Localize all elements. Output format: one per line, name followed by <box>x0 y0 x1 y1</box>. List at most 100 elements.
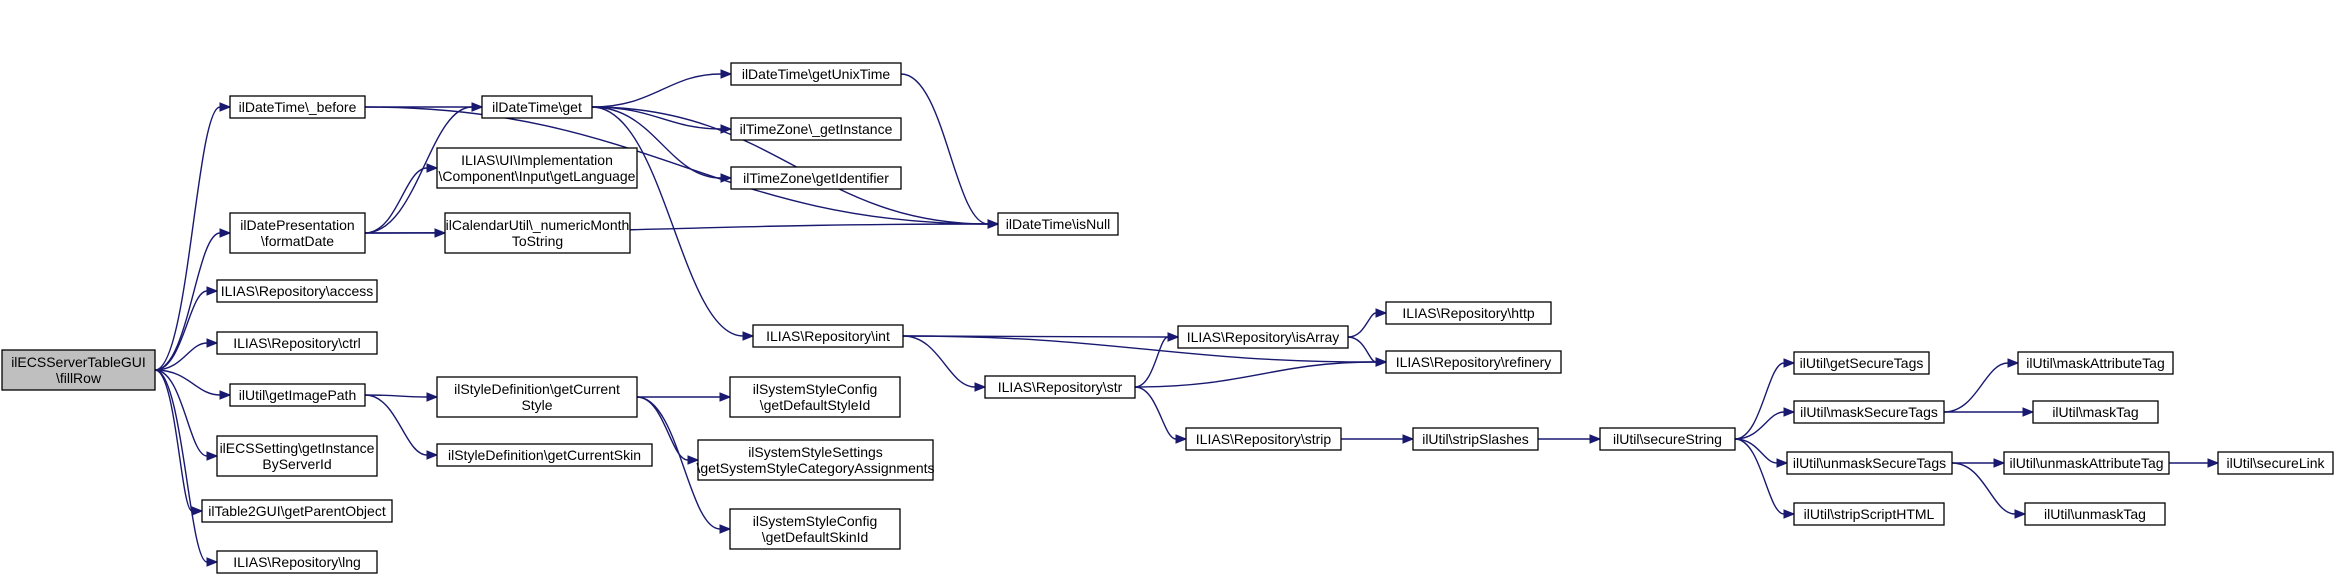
node-box <box>730 166 902 190</box>
node-getIdentifier[interactable]: ilTimeZone\getIdentifier <box>730 166 902 190</box>
node-box <box>729 376 901 418</box>
node-label: ilUtil\unmaskTag <box>2044 506 2146 522</box>
node-lng[interactable]: ILIAS\Repository\lng <box>216 550 378 574</box>
node-box <box>1177 325 1349 349</box>
edge-line <box>591 106 722 130</box>
node-repoStr[interactable]: ILIAS\Repository\str <box>984 375 1136 399</box>
node-getCurrentSkin[interactable]: ilStyleDefinition\getCurrentSkin <box>436 443 653 467</box>
edge-arrowhead <box>742 331 755 341</box>
node-box <box>2024 502 2166 526</box>
node-getUnixTime[interactable]: ilDateTime\getUnixTime <box>730 62 902 86</box>
node-box <box>216 550 378 574</box>
edge-isArray-to-refinery <box>1347 336 1388 367</box>
edge-arrowhead <box>426 392 439 402</box>
node-box <box>216 331 378 355</box>
node-getDefaultSkinId[interactable]: ilSystemStyleConfig\getDefaultSkinId <box>729 508 901 550</box>
node-label: ilDateTime\isNull <box>1006 216 1111 232</box>
edge-getImagePath-to-getCurrentStyle <box>364 392 439 402</box>
node-label: ILIAS\Repository\lng <box>233 554 361 570</box>
node-label: ILIAS\Repository\strip <box>1196 431 1332 447</box>
edge-arrowhead <box>1589 434 1602 444</box>
node-maskAttributeTag[interactable]: ilUtil\maskAttributeTag <box>2017 351 2174 375</box>
node-label: ilUtil\maskSecureTags <box>1800 404 1938 420</box>
edge-arrowhead <box>720 173 733 183</box>
node-unmaskAttributeTag[interactable]: ilUtil\unmaskAttributeTag <box>2003 451 2170 475</box>
node-getParentObject[interactable]: ilTable2GUI\getParentObject <box>201 499 393 523</box>
edge-line <box>154 369 208 457</box>
node-access[interactable]: ILIAS\Repository\access <box>216 279 378 303</box>
node-label: ILIAS\Repository\access <box>221 283 374 299</box>
node-getSecureTags[interactable]: ilUtil\getSecureTags <box>1793 351 1930 375</box>
node-label: ilUtil\maskTag <box>2052 404 2138 420</box>
node-label: ILIAS\Repository\str <box>998 379 1123 395</box>
node-label: ILIAS\Repository\refinery <box>1396 354 1552 370</box>
node-box <box>2217 451 2334 475</box>
edge-line <box>902 335 1377 363</box>
node-repoStrip[interactable]: ILIAS\Repository\strip <box>1185 427 1342 451</box>
node-label: ilCalendarUtil\_numericMonth <box>446 217 630 233</box>
node-getSystemStyleCategoryAssignments[interactable]: ilSystemStyleSettings\getSystemStyleCate… <box>696 439 935 481</box>
node-box <box>1786 451 1953 475</box>
node-before[interactable]: ilDateTime\_before <box>229 95 366 119</box>
edge-line <box>591 106 744 337</box>
edge-formatDate-to-getLanguage <box>364 163 439 234</box>
node-stripSlashes[interactable]: ilUtil\stripSlashes <box>1412 427 1539 451</box>
node-secureLink[interactable]: ilUtil\secureLink <box>2217 451 2334 475</box>
node-fillRow[interactable]: ilECSServerTableGUI\fillRow <box>1 349 156 391</box>
node-getDefaultStyleId[interactable]: ilSystemStyleConfig\getDefaultStyleId <box>729 376 901 418</box>
node-unmaskSecureTags[interactable]: ilUtil\unmaskSecureTags <box>1786 451 1953 475</box>
node-box <box>697 439 934 481</box>
edge-arrowhead <box>206 557 219 567</box>
node-maskTag[interactable]: ilUtil\maskTag <box>2032 400 2159 424</box>
edge-arrowhead <box>1175 434 1188 444</box>
edge-line <box>1134 361 1377 388</box>
node-maskSecureTags[interactable]: ilUtil\maskSecureTags <box>1793 400 1945 424</box>
node-label: ilUtil\getSecureTags <box>1800 355 1924 371</box>
node-box <box>436 443 653 467</box>
node-stripScriptHTML[interactable]: ilUtil\stripScriptHTML <box>1793 502 1945 526</box>
node-isArray[interactable]: ILIAS\Repository\isArray <box>1177 325 1349 349</box>
node-label: ilDateTime\_before <box>239 99 357 115</box>
edge-fillRow-to-ctrl <box>154 338 219 371</box>
edge-dtGet-to-repoInt <box>591 106 755 341</box>
edge-arrowhead <box>987 219 1000 229</box>
node-refinery[interactable]: ILIAS\Repository\refinery <box>1385 350 1562 374</box>
edge-line <box>1734 411 1785 440</box>
node-label: \getDefaultSkinId <box>762 529 869 545</box>
node-getLanguage[interactable]: ILIAS\UI\Implementation\Component\Input\… <box>436 147 638 189</box>
edge-arrowhead <box>219 228 232 238</box>
node-tzGetInstance[interactable]: ilTimeZone\_getInstance <box>730 117 902 141</box>
node-box <box>2003 451 2170 475</box>
node-label: ByServerId <box>262 456 331 472</box>
node-secureString[interactable]: ilUtil\secureString <box>1599 427 1736 451</box>
node-formatDate[interactable]: ilDatePresentation\formatDate <box>229 212 366 254</box>
edge-line <box>154 342 208 371</box>
node-box <box>216 279 378 303</box>
node-dtGet[interactable]: ilDateTime\get <box>481 95 593 119</box>
edge-line <box>154 232 221 371</box>
node-repoInt[interactable]: ILIAS\Repository\int <box>752 324 904 348</box>
node-box <box>997 212 1119 236</box>
node-unmaskTag[interactable]: ilUtil\unmaskTag <box>2024 502 2166 526</box>
node-label: \getSystemStyleCategoryAssignments <box>696 460 934 476</box>
node-label: ILIAS\Repository\http <box>1402 305 1535 321</box>
edge-repoStr-to-refinery <box>1134 357 1388 388</box>
node-box <box>729 508 901 550</box>
node-label: \fillRow <box>56 370 102 386</box>
edge-arrowhead <box>426 163 439 173</box>
node-label: ilUtil\stripScriptHTML <box>1804 506 1935 522</box>
node-ctrl[interactable]: ILIAS\Repository\ctrl <box>216 331 378 355</box>
edge-arrowhead <box>720 69 733 79</box>
edge-line <box>364 106 989 225</box>
node-label: ILIAS\Repository\int <box>766 328 890 344</box>
node-http[interactable]: ILIAS\Repository\http <box>1385 301 1552 325</box>
edge-line <box>1734 362 1785 440</box>
edge-line <box>591 106 722 179</box>
edge-unmaskSecureTags-to-unmaskAttributeTag <box>1952 458 2006 468</box>
node-isNull[interactable]: ilDateTime\isNull <box>997 212 1119 236</box>
edge-getUnixTime-to-isNull <box>900 73 1000 229</box>
node-getImagePath[interactable]: ilUtil\getImagePath <box>229 383 366 407</box>
